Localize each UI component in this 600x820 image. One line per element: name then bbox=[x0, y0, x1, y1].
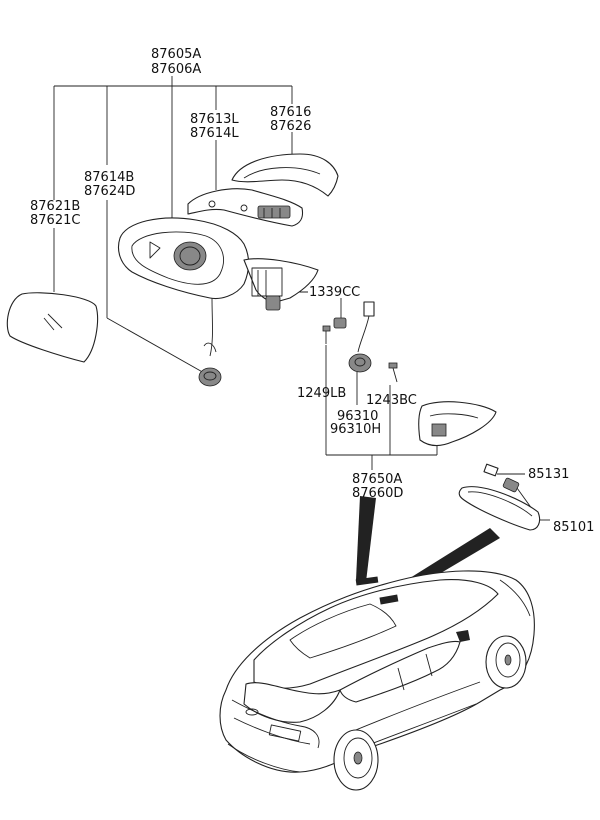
label-87621B: 87621B bbox=[30, 199, 80, 214]
part-labels: 87605A 87606A 87616 87626 87613L 87614L … bbox=[30, 47, 594, 535]
mirror-glass-part bbox=[6, 292, 99, 363]
label-87606A: 87606A bbox=[151, 62, 201, 77]
turn-signal-lamp-part bbox=[187, 188, 304, 227]
inner-cover-part bbox=[418, 401, 497, 447]
hardware-parts bbox=[322, 301, 398, 383]
label-87605A: 87605A bbox=[151, 47, 201, 62]
label-87613L: 87613L bbox=[190, 112, 239, 127]
mirror-housing-part bbox=[117, 217, 319, 387]
label-96310: 96310 bbox=[337, 409, 378, 424]
label-87650A: 87650A bbox=[352, 472, 402, 487]
leader-lines bbox=[53, 76, 550, 521]
label-87621C: 87621C bbox=[30, 213, 80, 228]
label-87660D: 87660D bbox=[352, 486, 403, 501]
label-1243BC: 1243BC bbox=[366, 393, 417, 408]
label-85131: 85131 bbox=[528, 467, 569, 482]
label-87616: 87616 bbox=[270, 105, 311, 120]
label-96310H: 96310H bbox=[330, 422, 381, 437]
label-87626: 87626 bbox=[270, 119, 311, 134]
mirror-cover-part bbox=[231, 153, 339, 197]
label-85101: 85101 bbox=[553, 520, 594, 535]
car-illustration bbox=[219, 570, 535, 791]
label-87614L: 87614L bbox=[190, 126, 239, 141]
label-87624D: 87624D bbox=[84, 184, 135, 199]
label-1339CC: 1339CC bbox=[309, 285, 360, 300]
rearview-mirror-part bbox=[458, 463, 541, 531]
label-1249LB: 1249LB bbox=[297, 386, 346, 401]
label-87614B: 87614B bbox=[84, 170, 134, 185]
